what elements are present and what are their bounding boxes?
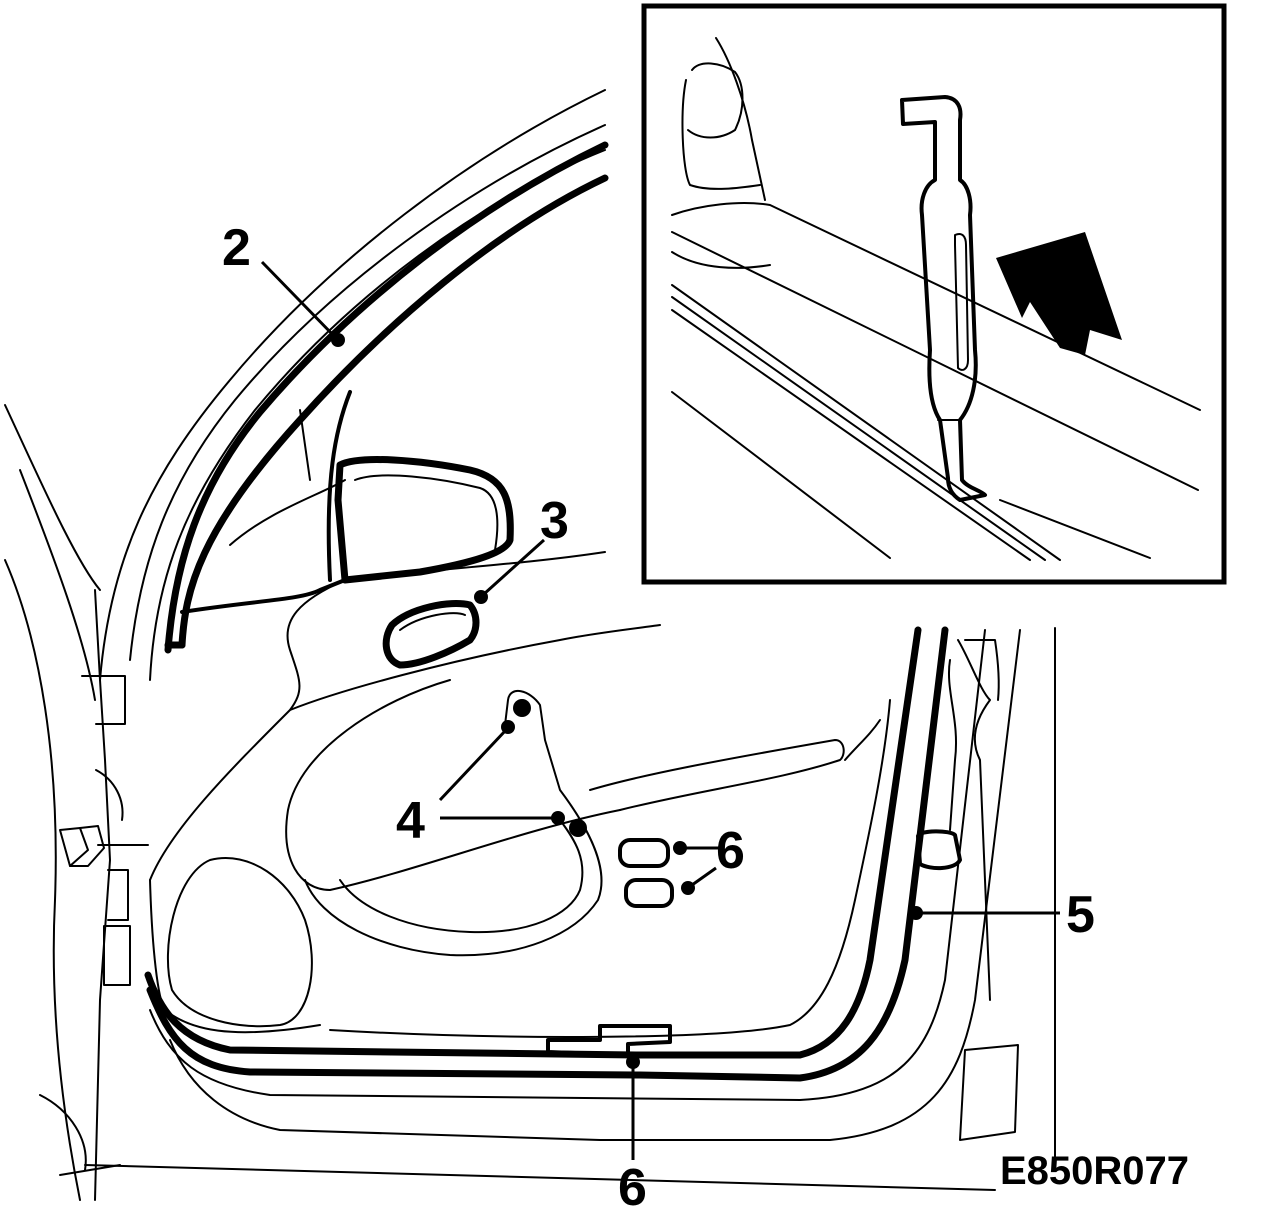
mirror-housing — [334, 456, 606, 584]
callout-5: 5 — [1066, 886, 1095, 944]
trim-removal-tool-icon — [900, 95, 987, 502]
up-arrow-icon — [996, 232, 1122, 355]
callout-leaders — [260, 260, 1060, 1160]
window-switch-recess — [382, 600, 480, 669]
inset-panel — [641, 3, 1227, 585]
door-body-outline — [4, 404, 996, 1201]
door-frame — [99, 89, 609, 681]
callout-6-side: 6 — [716, 822, 745, 880]
door-trim-panel — [149, 579, 891, 1038]
figure-code: E850R077 — [1000, 1149, 1189, 1193]
callout-3: 3 — [540, 492, 569, 550]
weatherstrip-seal — [144, 626, 1056, 1161]
callout-4: 4 — [396, 792, 425, 850]
door-switches — [618, 838, 674, 908]
callout-6-bottom: 6 — [618, 1159, 647, 1217]
callout-2: 2 — [222, 219, 251, 277]
